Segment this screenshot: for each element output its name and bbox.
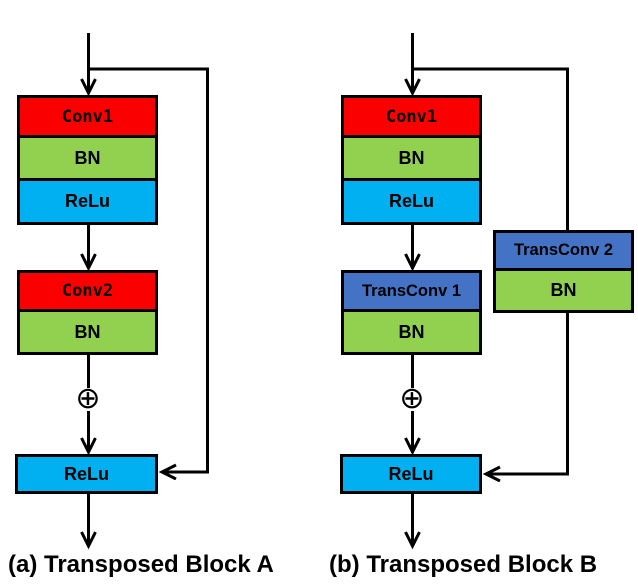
block-a-sum-node-icon: ⊕ [75, 381, 101, 416]
block-b-sum-node-icon: ⊕ [399, 381, 425, 416]
block-a-output-relu-layer: ReLu [15, 454, 158, 494]
block-b-transconv1-layer: TransConv 1 [341, 270, 482, 312]
block-a-bn2-layer: BN [17, 309, 158, 355]
block-b-relu1-layer: ReLu [341, 178, 482, 225]
block-b-caption: (b) Transposed Block B [329, 551, 598, 578]
block-b-bn1-layer: BN [341, 135, 482, 181]
block-b-output-relu-layer: ReLu [340, 454, 482, 494]
block-b-bn3-layer: BN [493, 268, 634, 313]
block-a-relu1-layer: ReLu [17, 178, 158, 225]
block-a-conv1-layer: Conv1 [17, 95, 158, 138]
b-skip-top-line [412, 67, 569, 233]
a-skip-connection [88, 67, 209, 472]
block-a-conv2-layer: Conv2 [17, 270, 158, 312]
block-b-transconv2-layer: TransConv 2 [493, 230, 634, 271]
block-b-bn2-layer: BN [341, 309, 482, 355]
block-b-conv1-layer: Conv1 [341, 95, 482, 138]
b-skip-bottom-arrow [486, 313, 569, 474]
block-a-bn1-layer: BN [17, 135, 158, 181]
block-a-caption: (a) Transposed Block A [8, 551, 274, 578]
